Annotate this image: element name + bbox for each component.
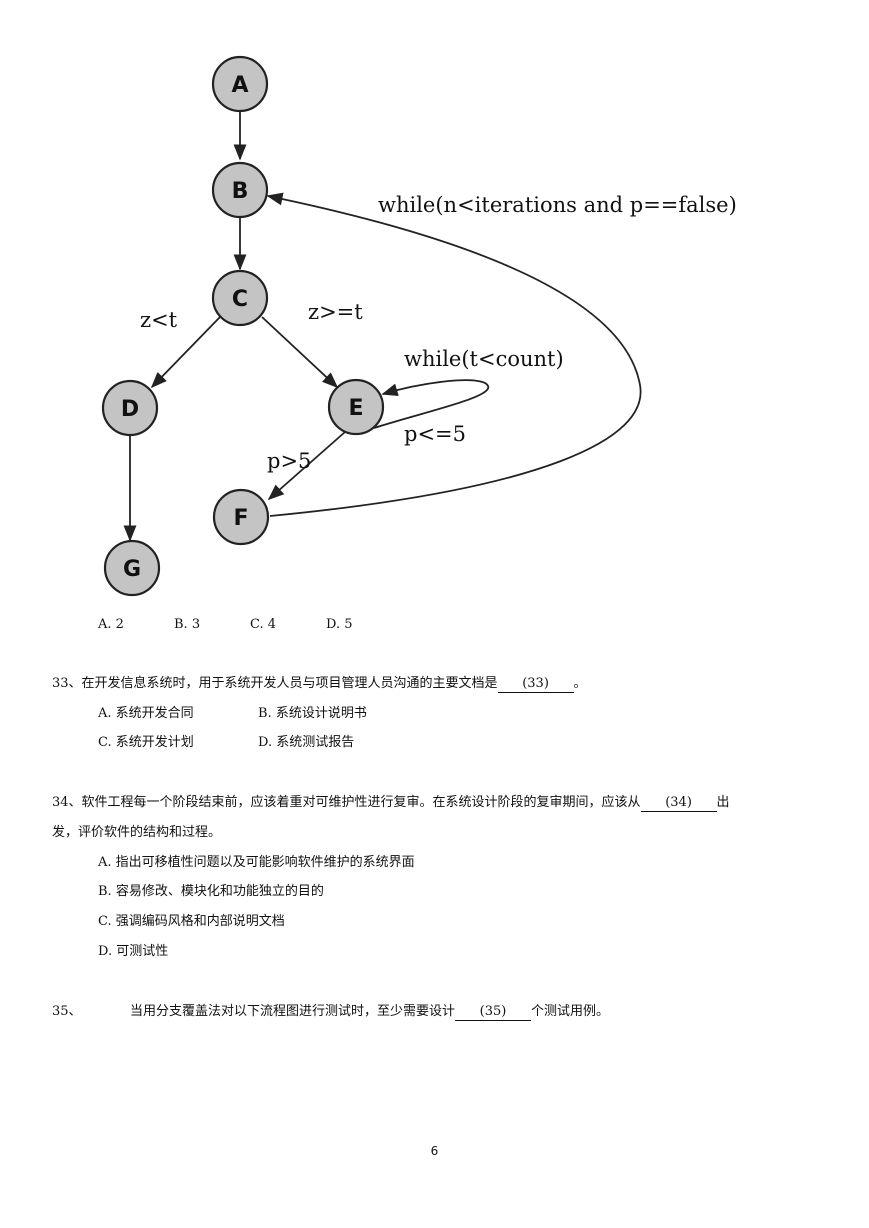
edge-c-d: [150, 316, 221, 389]
edge-e-f: [267, 431, 346, 501]
q34-stem-end: 出: [716, 795, 730, 810]
q33-stem: 33、在开发信息系统时，用于系统开发人员与项目管理人员沟通的主要文档是(33)。: [52, 676, 587, 693]
label-e-to-f: p>5: [267, 449, 311, 473]
svg-text:C: C: [232, 287, 248, 312]
node-d: D: [101, 379, 159, 437]
q33-options-row2: C. 系统开发计划 D. 系统测试报告: [98, 735, 354, 751]
q34-option-c: C. 强调编码风格和内部说明文档: [98, 914, 285, 929]
node-g: G: [103, 539, 161, 597]
q34-stem: 34、软件工程每一个阶段结束前，应该着重对可维护性进行复审。在系统设计阶段的复审…: [52, 795, 730, 812]
q35-stem: 当用分支覆盖法对以下流程图进行测试时，至少需要设计(35)个测试用例。: [130, 1004, 609, 1021]
q33-option-a: A. 系统开发合同: [98, 706, 194, 721]
node-a: A: [211, 55, 269, 113]
q33-answer-blank: (33): [497, 676, 574, 693]
svg-text:G: G: [123, 557, 141, 582]
label-c-to-d: z<t: [140, 308, 178, 332]
page-number: 6: [430, 1144, 439, 1158]
label-e-exit: p<=5: [404, 422, 466, 446]
label-inner-loop: while(t<count): [404, 347, 564, 371]
q35-stem-text: 当用分支覆盖法对以下流程图进行测试时，至少需要设计: [130, 1004, 456, 1019]
q32-option-c: C. 4: [250, 617, 277, 632]
q35-stem-end: 个测试用例。: [531, 1004, 610, 1019]
q34-answer-blank: (34): [640, 795, 717, 812]
edge-c-e: [261, 316, 339, 389]
node-e: E: [327, 378, 385, 436]
q33-options-row1: A. 系统开发合同 B. 系统设计说明书: [98, 706, 367, 722]
svg-text:A: A: [231, 73, 248, 98]
node-c: C: [211, 269, 269, 327]
q34-stem-text: 34、软件工程每一个阶段结束前，应该着重对可维护性进行复审。在系统设计阶段的复审…: [52, 795, 641, 810]
q35-answer-blank: (35): [455, 1004, 532, 1021]
edge-f-b-loop: [266, 192, 642, 517]
q34-stem-line2: 发，评价软件的结构和过程。: [52, 825, 222, 840]
svg-text:D: D: [121, 397, 139, 422]
control-flow-graph: A B C D E F G while(n<iterations and p==…: [101, 55, 737, 597]
q33-option-d: D. 系统测试报告: [258, 735, 355, 750]
label-c-to-e: z>=t: [308, 300, 363, 324]
q32-option-d: D. 5: [326, 617, 353, 632]
q35-number: 35、: [52, 1004, 82, 1019]
q32-option-b: B. 3: [174, 617, 201, 632]
q34-option-a: A. 指出可移植性问题以及可能影响软件维护的系统界面: [98, 855, 415, 870]
q34-option-b: B. 容易修改、模块化和功能独立的目的: [98, 884, 324, 899]
q33-stem-text: 33、在开发信息系统时，用于系统开发人员与项目管理人员沟通的主要文档是: [52, 676, 498, 691]
edge-e-self-loop: [373, 379, 489, 429]
svg-text:F: F: [233, 506, 248, 531]
label-outer-loop: while(n<iterations and p==false): [378, 193, 737, 217]
q33-stem-end: 。: [573, 676, 587, 691]
node-b: B: [211, 161, 269, 219]
q32-options: A. 2 B. 3 C. 4 D. 5: [98, 617, 353, 633]
svg-text:B: B: [232, 179, 249, 204]
q33-option-b: B. 系统设计说明书: [258, 706, 367, 721]
q33-option-c: C. 系统开发计划: [98, 735, 194, 750]
node-f: F: [212, 488, 270, 546]
q34-option-d: D. 可测试性: [98, 944, 169, 959]
q32-option-a: A. 2: [98, 617, 124, 632]
svg-text:E: E: [348, 396, 363, 421]
